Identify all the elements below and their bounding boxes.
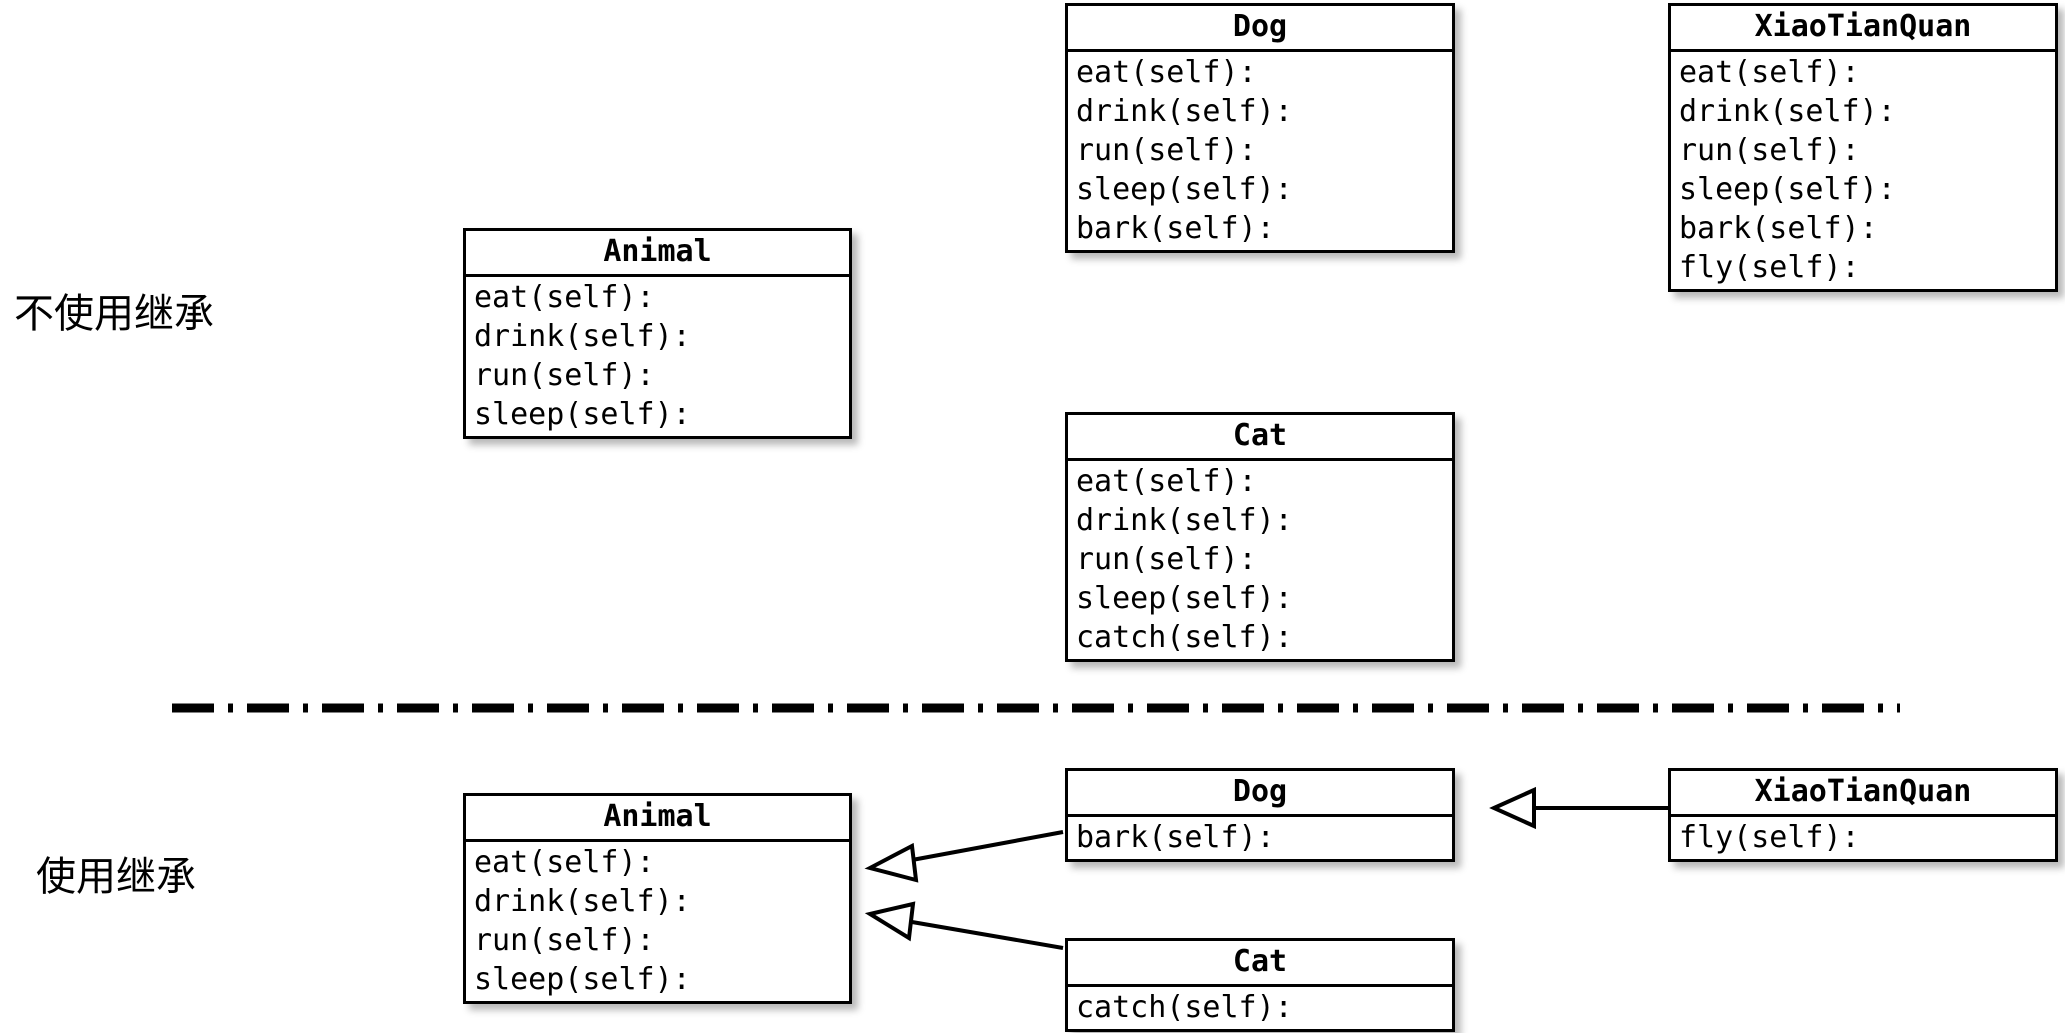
class-box-xiaotianquan-top[interactable]: XiaoTianQuan eat(self): drink(self): run… [1668, 3, 2058, 292]
section-divider [172, 703, 1900, 713]
method-row: drink(self): [474, 319, 691, 354]
method-row: bark(self): [1679, 211, 1878, 246]
method-row: bark(self): [1076, 820, 1275, 855]
method-row: sleep(self): [1076, 172, 1293, 207]
method-row: eat(self): [1679, 55, 1860, 90]
method-row: drink(self): [1679, 94, 1896, 129]
method-row: sleep(self): [474, 962, 691, 997]
method-row: run(self): [474, 358, 655, 393]
method-row: catch(self): [1076, 990, 1293, 1025]
class-title-cat-top: Cat [1068, 415, 1452, 461]
arrow-dog-to-animal [864, 830, 1064, 883]
class-box-cat-top[interactable]: Cat eat(self): drink(self): run(self): s… [1065, 412, 1455, 662]
method-row: run(self): [1076, 133, 1257, 168]
class-title-animal-bottom: Animal [466, 796, 849, 842]
section-label-no-inheritance: 不使用继承 [14, 291, 214, 337]
section-label-with-inheritance: 使用继承 [36, 854, 196, 900]
method-row: drink(self): [1076, 503, 1293, 538]
method-row: drink(self): [1076, 94, 1293, 129]
class-box-animal-bottom[interactable]: Animal eat(self): drink(self): run(self)… [463, 793, 852, 1004]
method-row: sleep(self): [474, 397, 691, 432]
class-title-xiaotianquan-bottom: XiaoTianQuan [1671, 771, 2055, 817]
class-title-xiaotianquan-top: XiaoTianQuan [1671, 6, 2055, 52]
method-row: run(self): [474, 923, 655, 958]
method-row: catch(self): [1076, 620, 1293, 655]
class-title-animal-top: Animal [466, 231, 849, 277]
method-row: fly(self): [1679, 820, 1860, 855]
class-box-xiaotianquan-bottom[interactable]: XiaoTianQuan fly(self): [1668, 768, 2058, 862]
method-row: fly(self): [1679, 250, 1860, 285]
class-methods-cat-top: eat(self): drink(self): run(self): sleep… [1068, 461, 1452, 659]
class-methods-dog-top: eat(self): drink(self): run(self): sleep… [1068, 52, 1452, 250]
class-methods-dog-bottom: bark(self): [1068, 817, 1452, 859]
class-box-animal-top[interactable]: Animal eat(self): drink(self): run(self)… [463, 228, 852, 439]
class-methods-animal-top: eat(self): drink(self): run(self): sleep… [466, 277, 849, 436]
method-row: eat(self): [1076, 464, 1257, 499]
class-methods-xiaotianquan-top: eat(self): drink(self): run(self): sleep… [1671, 52, 2055, 289]
class-title-dog-bottom: Dog [1068, 771, 1452, 817]
class-title-cat-bottom: Cat [1068, 941, 1452, 987]
method-row: eat(self): [474, 280, 655, 315]
class-box-dog-top[interactable]: Dog eat(self): drink(self): run(self): s… [1065, 3, 1455, 253]
class-title-dog-top: Dog [1068, 6, 1452, 52]
method-row: sleep(self): [1679, 172, 1896, 207]
method-row: run(self): [1679, 133, 1860, 168]
method-row: bark(self): [1076, 211, 1275, 246]
method-row: sleep(self): [1076, 581, 1293, 616]
class-methods-cat-bottom: catch(self): [1068, 987, 1452, 1029]
method-row: run(self): [1076, 542, 1257, 577]
arrow-xiaotianquan-to-dog [1489, 786, 1668, 830]
arrow-cat-to-animal [864, 901, 1064, 950]
class-box-cat-bottom[interactable]: Cat catch(self): [1065, 938, 1455, 1032]
method-row: eat(self): [1076, 55, 1257, 90]
class-box-dog-bottom[interactable]: Dog bark(self): [1065, 768, 1455, 862]
class-methods-xiaotianquan-bottom: fly(self): [1671, 817, 2055, 859]
method-row: drink(self): [474, 884, 691, 919]
class-methods-animal-bottom: eat(self): drink(self): run(self): sleep… [466, 842, 849, 1001]
method-row: eat(self): [474, 845, 655, 880]
